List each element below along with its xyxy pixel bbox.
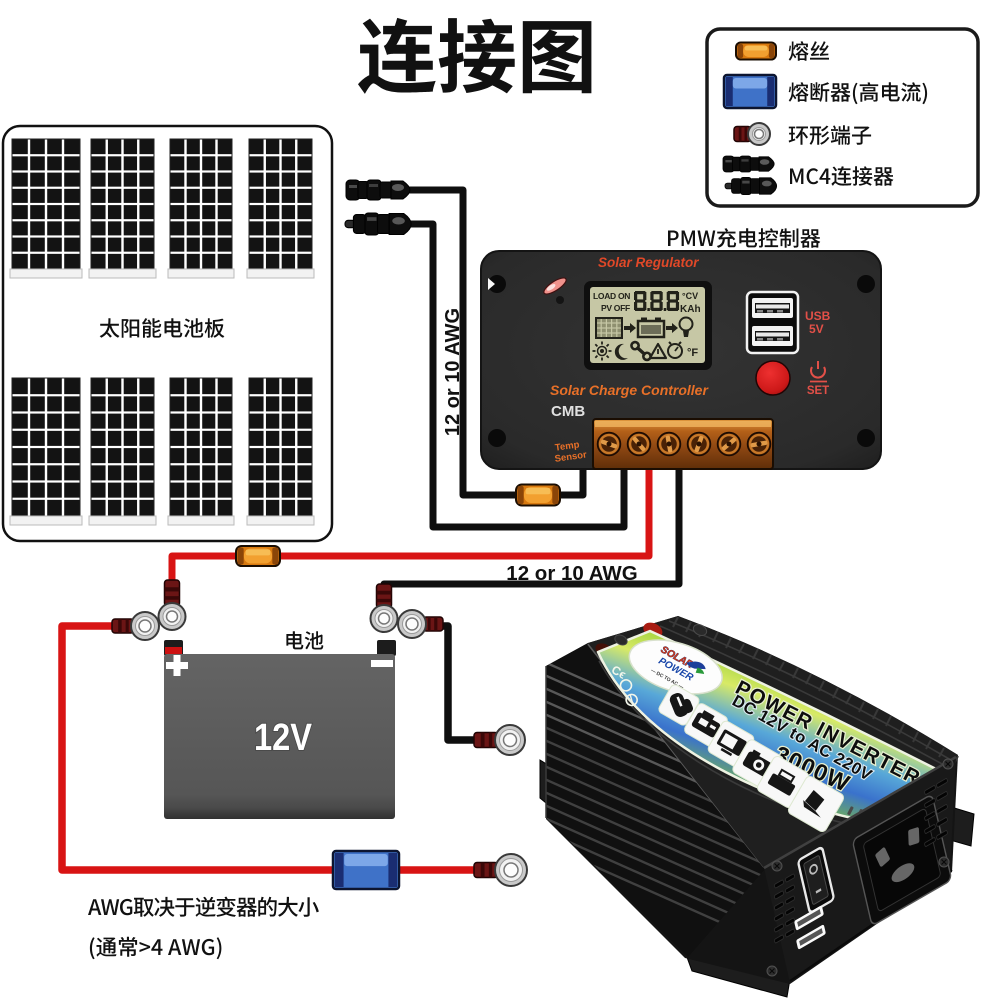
svg-text:°CV: °CV: [682, 291, 698, 301]
svg-text:Cϵ: Cϵ: [609, 663, 629, 682]
svg-text:Sensor: Sensor: [554, 449, 588, 464]
svg-text:USB: USB: [805, 309, 831, 323]
svg-text:5V: 5V: [809, 322, 824, 336]
svg-text:Solar Charge Controller: Solar Charge Controller: [550, 382, 709, 398]
svg-text:Temp: Temp: [554, 439, 580, 453]
svg-text:PV OFF: PV OFF: [601, 303, 630, 313]
svg-text:12 or 10 AWG: 12 or 10 AWG: [442, 308, 464, 436]
svg-text:LOAD ON: LOAD ON: [593, 291, 630, 301]
svg-text:Solar Regulator: Solar Regulator: [598, 255, 699, 270]
svg-text:CMB: CMB: [551, 403, 585, 420]
svg-text:12 or 10 AWG: 12 or 10 AWG: [506, 562, 637, 585]
svg-text:SET: SET: [807, 385, 829, 397]
svg-text:KAh: KAh: [680, 304, 701, 315]
svg-text:°F: °F: [687, 347, 698, 359]
svg-text:12V: 12V: [254, 717, 313, 759]
